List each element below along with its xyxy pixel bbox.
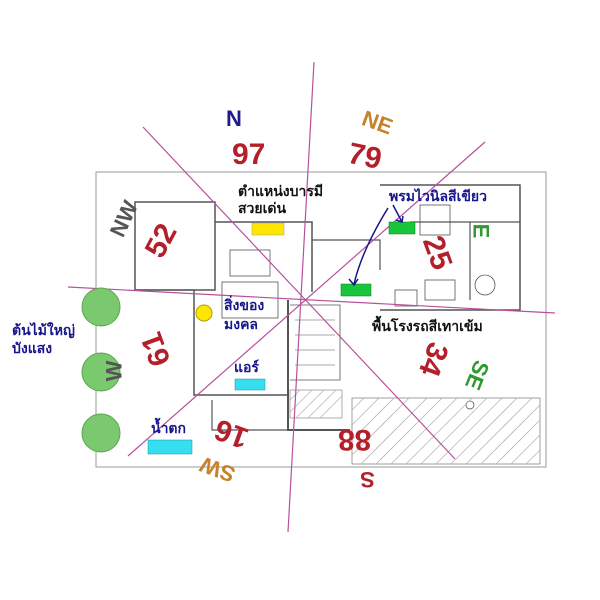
- score-n: 97: [232, 138, 266, 171]
- garage-hatch: [289, 389, 541, 465]
- score-ne: 79: [345, 136, 385, 177]
- tree-marker: [81, 413, 121, 453]
- air-con-marker: [234, 378, 266, 391]
- prominent-spot-note: ตำแหน่งบารมี สวยเด่น: [238, 184, 324, 217]
- air-con-note: แอร์: [234, 360, 259, 376]
- waterfall-note: น้ำตก: [151, 421, 186, 437]
- direction-s-label: S: [360, 467, 375, 492]
- big-tree-note: ต้นไม้ใหญ่ บังแสง: [12, 323, 75, 357]
- direction-n-label: N: [226, 106, 242, 131]
- waterfall-marker: [147, 439, 193, 455]
- tree-marker: [81, 352, 121, 392]
- auspicious-item-marker: [195, 304, 213, 322]
- callout-arrows: [348, 204, 404, 287]
- auspicious-item-note: สิ่งของ มงคล: [224, 298, 265, 333]
- compass-lines: [67, 61, 556, 533]
- direction-w-label: W: [101, 360, 127, 382]
- trees: [81, 287, 121, 453]
- direction-e-label: E: [468, 223, 494, 239]
- prominent-spot-marker: [251, 222, 285, 236]
- green-carpet-marker-center: [340, 283, 372, 297]
- tree-marker: [81, 287, 121, 327]
- green-carpet-note: พรมไวนิลสีเขียว: [389, 189, 487, 205]
- garage-floor-note: พื้นโรงรถสีเทาเข้ม: [372, 319, 483, 335]
- green-carpet-marker-north: [388, 221, 416, 235]
- score-s: 88: [338, 423, 372, 456]
